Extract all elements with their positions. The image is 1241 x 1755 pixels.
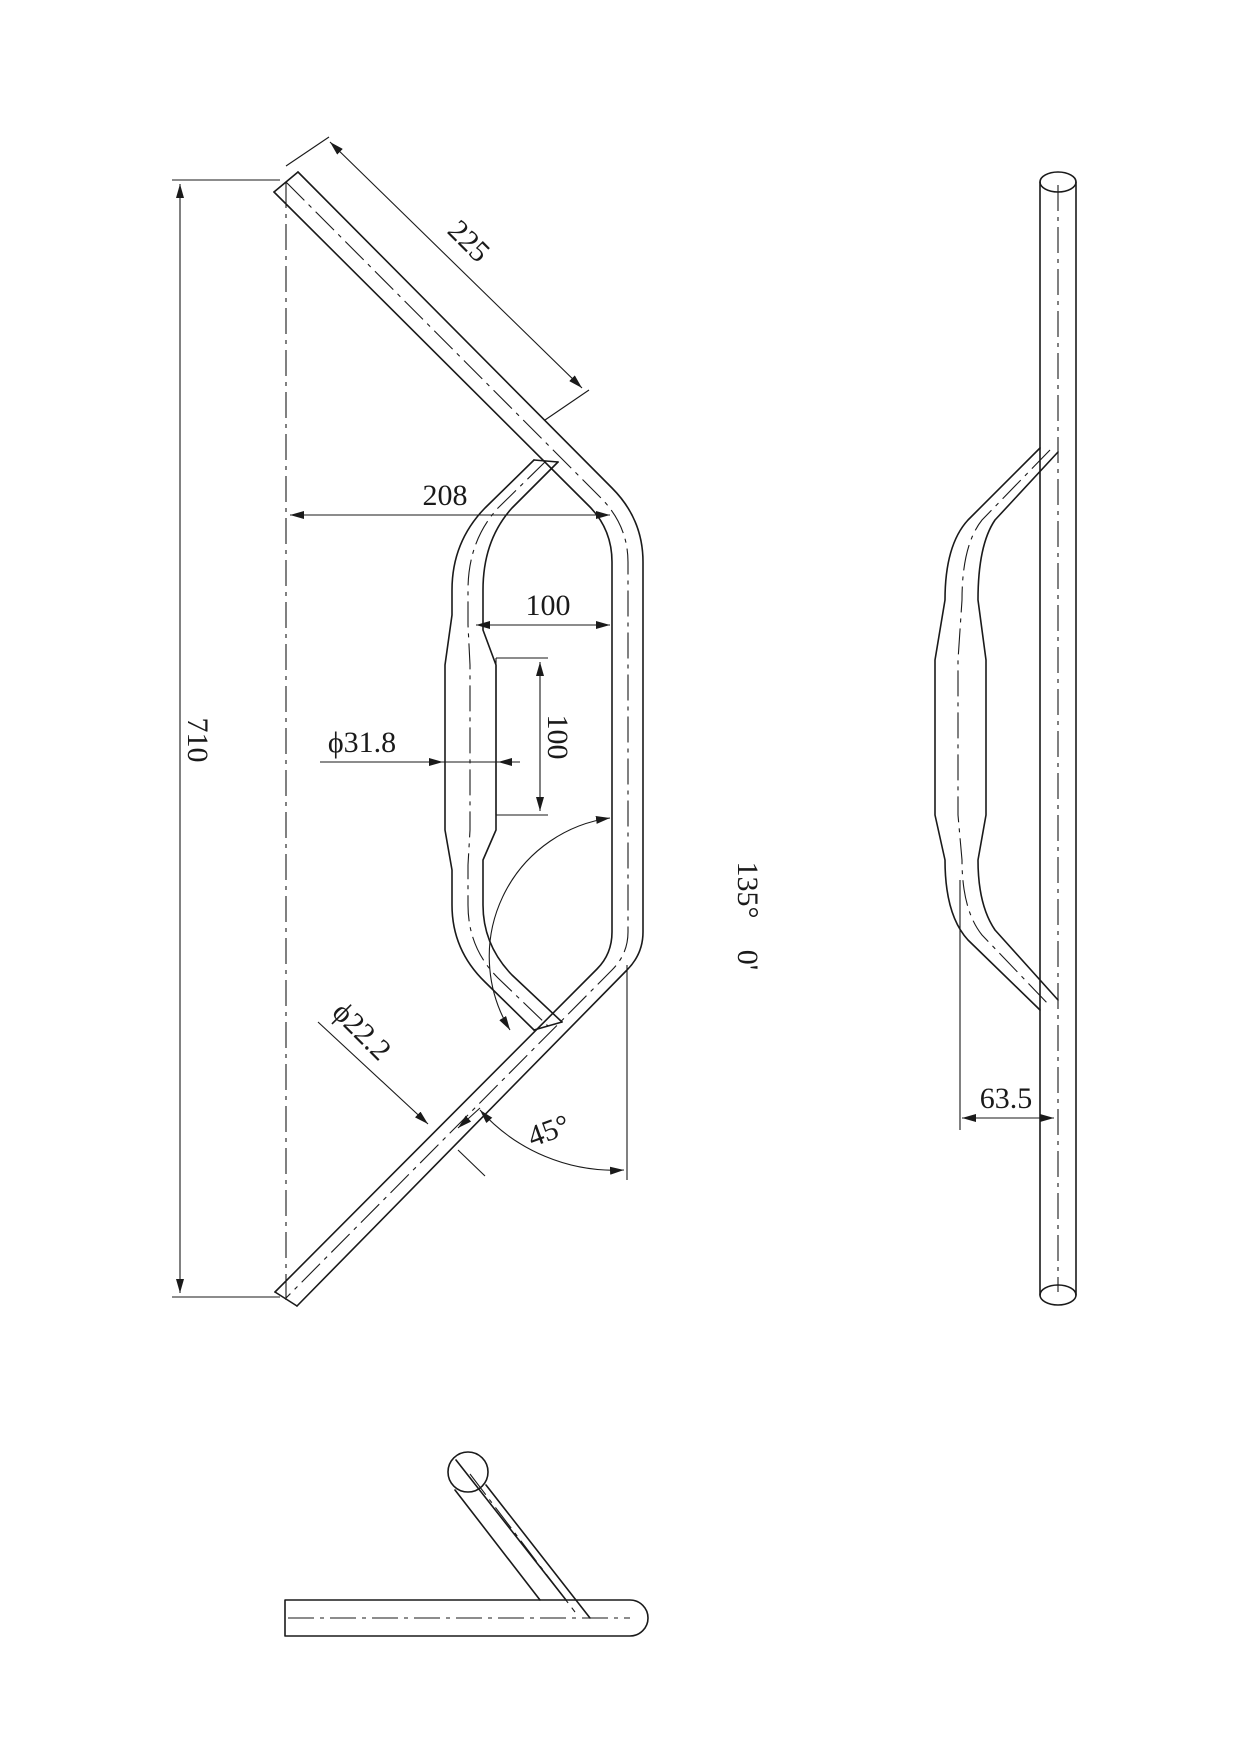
side-view	[934, 171, 1077, 1306]
dim-bend-angle-arc	[488, 815, 611, 1031]
dim-100-vertical-label: 100	[541, 715, 574, 760]
top-view	[284, 1451, 649, 1637]
dim-end-length: 225	[285, 136, 590, 421]
dim-rise-width: 208	[290, 479, 610, 519]
dim-710-label: 710	[181, 718, 214, 763]
dim-center-diameter: ϕ31.8	[320, 726, 520, 766]
dim-side-offset: 63.5	[959, 880, 1054, 1130]
dim-grip-diameter: ϕ22.2	[317, 995, 486, 1177]
dim-135-label: 135°	[731, 862, 764, 919]
top-riser-centerline	[469, 1473, 576, 1613]
dim-225-label: 225	[441, 214, 496, 269]
riser-inner-contour-outer	[444, 459, 535, 1031]
top-bend-end-circle	[447, 1451, 489, 1493]
handlebar-tube-outer	[296, 171, 644, 1307]
dim-sweep-angle: 45°	[479, 965, 628, 1180]
dim-45-label: 45°	[523, 1108, 574, 1153]
dim-overall-height: 710	[172, 179, 280, 1298]
dim-100-horizontal-label: 100	[526, 589, 571, 622]
dim-knurl-length: 100	[536, 662, 574, 811]
handlebar-tube-centerline	[285, 181, 629, 1299]
dim-31-8-label: ϕ31.8	[328, 726, 396, 759]
dim-inner-width: 100	[476, 589, 610, 629]
tube-end-cap-top	[273, 171, 299, 193]
riser-join-bottom	[533, 1021, 563, 1031]
dim-208-label: 208	[423, 479, 468, 512]
dim-0-minutes-label: 0'	[731, 950, 764, 970]
riser-centerline	[467, 460, 549, 1027]
dim-bend-angle-label: 135° 0'	[731, 862, 764, 971]
tube-end-cap-bottom	[274, 1291, 298, 1307]
top-riser-outline	[454, 1459, 591, 1619]
top-tube-outline	[284, 1599, 649, 1637]
riser-join-top	[533, 459, 559, 463]
side-riser-outer	[934, 447, 1041, 1011]
dim-22-2-label: ϕ22.2	[326, 995, 398, 1067]
dim-63-5-label: 63.5	[980, 1082, 1033, 1115]
side-riser-centerline	[957, 449, 1051, 1007]
side-riser-inner	[977, 451, 1059, 1001]
